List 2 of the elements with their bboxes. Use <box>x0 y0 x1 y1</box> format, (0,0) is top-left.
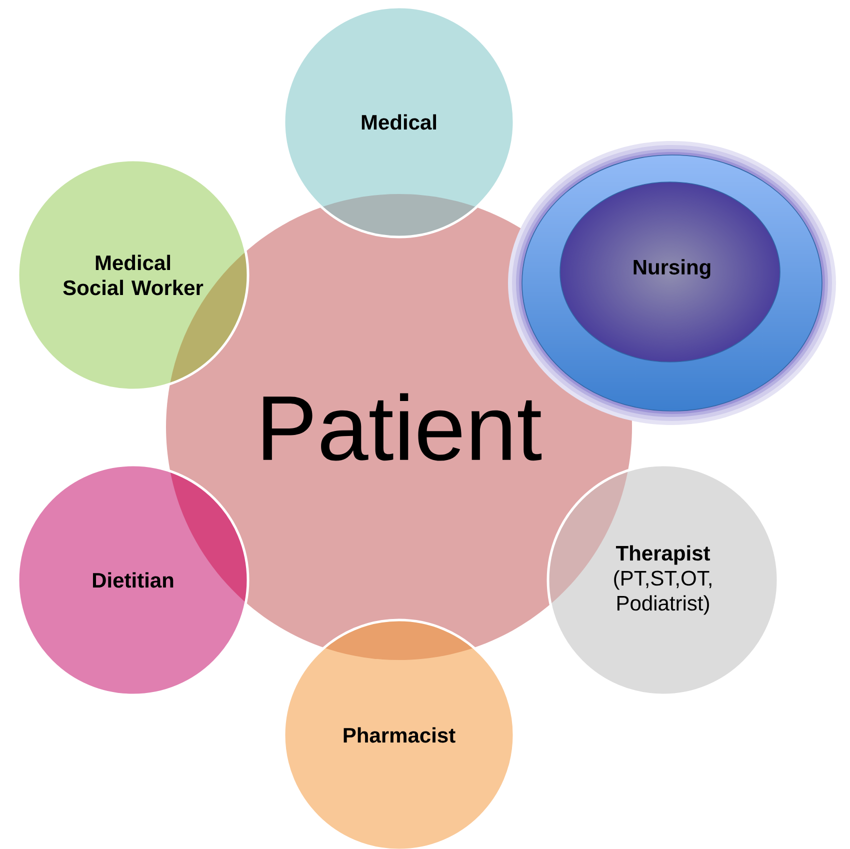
node-label: Medical <box>362 114 436 130</box>
node-label: Pharmacist <box>344 727 456 743</box>
